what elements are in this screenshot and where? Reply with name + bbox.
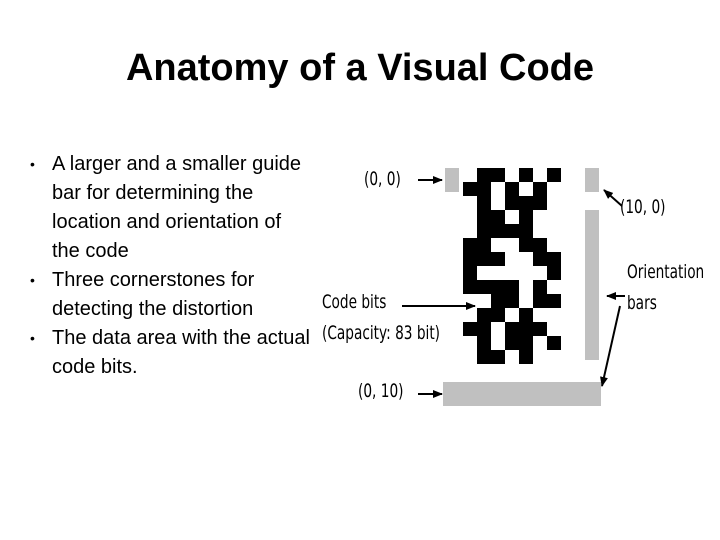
code-bit-module: [477, 238, 491, 252]
code-bit-module: [533, 322, 547, 336]
bullet-marker: •: [30, 156, 35, 172]
code-bit-module: [491, 350, 505, 364]
code-bit-module: [477, 308, 491, 322]
code-bit-module: [533, 196, 547, 210]
code-bit-module: [477, 210, 491, 224]
code-bit-module: [477, 182, 491, 196]
visual-code-diagram: [402, 168, 625, 406]
bullet-item: • A larger and a smaller guide bar for d…: [22, 150, 312, 266]
orientation-label-line1: Orientation: [627, 261, 705, 283]
code-bit-module: [547, 294, 561, 308]
code-bit-module: [491, 252, 505, 266]
cornerstone-top-right: [585, 168, 599, 192]
bullet-item: • The data area with the actual code bit…: [22, 324, 312, 382]
bullet-text: The data area with the actual code bits.: [52, 327, 310, 378]
code-bit-module: [533, 238, 547, 252]
corner-bottom-left-label: (0, 10): [358, 380, 404, 402]
orientation-bar-horizontal: [443, 382, 601, 406]
visual-code-figure: (0, 0) (10, 0) Orientation bars Code bit…: [320, 160, 720, 412]
cornerstone-top-left: [445, 168, 459, 192]
code-bit-module: [463, 322, 477, 336]
code-bit-module: [491, 280, 505, 294]
bullet-list: • A larger and a smaller guide bar for d…: [22, 150, 312, 382]
code-bit-module: [519, 336, 533, 350]
code-bit-module: [533, 182, 547, 196]
code-bit-module: [463, 252, 477, 266]
code-bit-module: [477, 322, 491, 336]
code-bit-module: [547, 336, 561, 350]
code-bit-module: [533, 294, 547, 308]
code-bit-module: [477, 336, 491, 350]
code-grid: [443, 168, 601, 406]
code-bit-module: [477, 196, 491, 210]
bullet-marker: •: [30, 330, 35, 346]
code-bit-module: [505, 336, 519, 350]
slide-title: Anatomy of a Visual Code: [125, 47, 595, 89]
corner-top-right-label: (10, 0): [620, 196, 666, 218]
code-bit-module: [519, 224, 533, 238]
code-bit-module: [463, 280, 477, 294]
code-bit-module: [505, 294, 519, 308]
code-bit-module: [491, 210, 505, 224]
code-bit-module: [505, 182, 519, 196]
code-bit-module: [477, 252, 491, 266]
code-bit-module: [505, 196, 519, 210]
code-bit-module: [533, 252, 547, 266]
code-bit-module: [519, 168, 533, 182]
code-bit-module: [519, 350, 533, 364]
code-bit-module: [519, 238, 533, 252]
cornerstone-bottom-left: [445, 382, 459, 406]
code-bit-module: [519, 308, 533, 322]
bullet-marker: •: [30, 272, 35, 288]
code-bit-module: [491, 294, 505, 308]
code-bit-module: [547, 168, 561, 182]
arrow-corner-top-right: [603, 189, 623, 207]
code-bit-module: [491, 308, 505, 322]
code-bit-module: [519, 322, 533, 336]
code-bit-module: [477, 280, 491, 294]
code-bit-module: [491, 168, 505, 182]
code-bit-module: [533, 280, 547, 294]
bullet-item: • Three cornerstones for detecting the d…: [22, 266, 312, 324]
code-bit-module: [477, 350, 491, 364]
corner-top-left-label: (0, 0): [364, 168, 401, 190]
annotation-arrows: [402, 176, 625, 398]
arrow-orientation-horizontal: [600, 305, 621, 387]
code-bits-label-line1: Code bits: [322, 291, 387, 313]
code-bit-module: [477, 224, 491, 238]
bullet-text: Three cornerstones for detecting the dis…: [52, 269, 255, 320]
code-bits-label-line2: (Capacity: 83 bit): [322, 322, 441, 344]
code-bit-module: [505, 280, 519, 294]
code-bit-module: [547, 252, 561, 266]
code-bit-module: [463, 182, 477, 196]
code-bit-module: [491, 224, 505, 238]
bullet-text: A larger and a smaller guide bar for det…: [52, 153, 302, 262]
code-bit-module: [547, 266, 561, 280]
code-bit-module: [463, 266, 477, 280]
orientation-bar-vertical: [585, 210, 599, 360]
code-bit-module: [477, 168, 491, 182]
code-bit-module: [519, 210, 533, 224]
code-bit-module: [505, 224, 519, 238]
orientation-label-line2: bars: [627, 292, 657, 314]
code-bit-module: [505, 322, 519, 336]
code-bit-module: [519, 196, 533, 210]
code-bit-module: [463, 238, 477, 252]
